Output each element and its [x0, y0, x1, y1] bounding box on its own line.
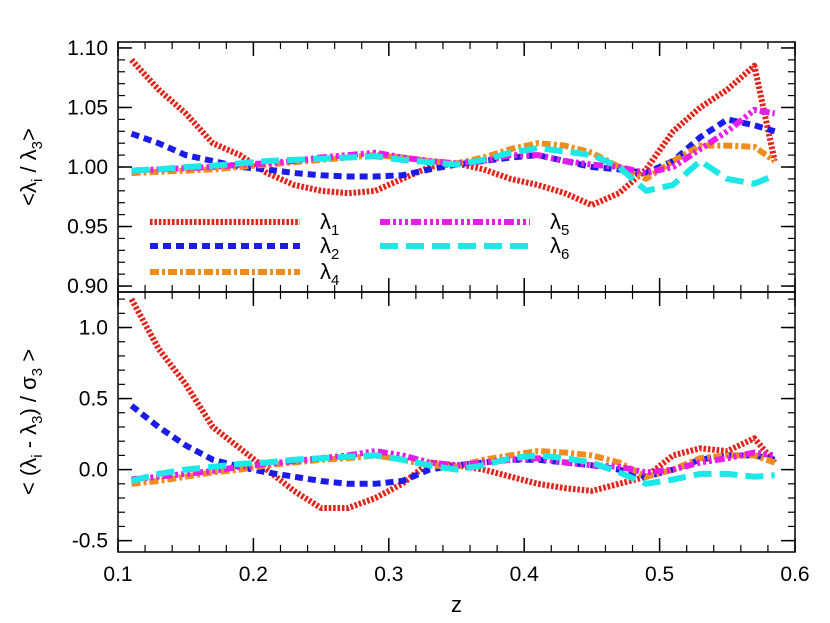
y-axis-label-part-1: i [29, 179, 46, 182]
series-group-bottom [128, 297, 777, 511]
ytick-label: 1.0 [79, 317, 108, 340]
y-axis-label-part-6: > [16, 349, 41, 368]
y-axis-label-part-5: 3 [29, 368, 46, 376]
y-axis-label-part-1: i [29, 454, 46, 457]
y-axis-label-part-2: / λ [16, 149, 41, 178]
y-axis-label-part-0: <λ [16, 182, 41, 206]
legend-label-3: λ4 [320, 259, 339, 289]
xtick-label: 0.2 [239, 563, 268, 586]
plot-frame-bottom [117, 291, 796, 553]
xtick-label: 0.4 [510, 563, 540, 586]
ytick-label: 0.5 [79, 388, 108, 411]
xtick-label: 0.1 [103, 563, 132, 586]
legend-label-part-0: λ [320, 233, 331, 258]
y-axis-label-part-3: 3 [29, 141, 46, 149]
series-line-bottom-1 [128, 297, 777, 511]
legend-label-5: λ6 [550, 233, 569, 263]
legend-label-part-0: λ [320, 259, 331, 284]
legend-label-part-1: 4 [331, 272, 339, 289]
legend-label-part-0: λ [550, 209, 561, 234]
panel-bottom: -0.5 0.0 0.5 1.0 0.1 0.2 0.3 0.4 0.5 0.6 z < (λi - … [16, 291, 810, 617]
y-axis-label-bottom: < (λi - λ3) / σ3 > [16, 349, 46, 495]
legend-label-part-0: λ [550, 233, 561, 258]
y-axis-label-part-0: < (λ [16, 458, 41, 495]
ytick-label: 1.00 [67, 156, 108, 179]
series-group-top [129, 57, 778, 209]
series-line-top-6 [131, 145, 776, 194]
ytick-label: 0.90 [67, 275, 108, 298]
x-axis-label: z [451, 592, 462, 617]
legend-label-part-1: 2 [331, 246, 339, 263]
xtick-label: 0.5 [645, 563, 674, 586]
series-line-bottom-5 [131, 448, 776, 483]
legend-label-4: λ5 [550, 209, 569, 239]
xtick-label: 0.6 [780, 563, 809, 586]
y-axis-label-part-3: 3 [29, 416, 46, 424]
y-axis-label-part-4: > [16, 128, 41, 141]
series-line-bottom-6 [130, 452, 775, 487]
xtick-label: 0.3 [374, 563, 403, 586]
ytick-label: 0.95 [67, 216, 108, 239]
legend-label-2: λ2 [320, 233, 339, 263]
legend-label-part-1: 6 [561, 246, 569, 263]
y-axis-label-part-2: - λ [16, 424, 41, 455]
ytick-label: 0.0 [79, 459, 108, 482]
ytick-label: 1.05 [67, 96, 108, 119]
legend-label-part-0: λ [320, 209, 331, 234]
legend-label-part-1: 1 [331, 222, 339, 239]
y-axis-label-top: <λi / λ3> [16, 128, 46, 206]
legend-label-part-1: 5 [561, 222, 569, 239]
legend-label-1: λ1 [320, 209, 339, 239]
y-axis-label-part-4: ) / σ [16, 376, 41, 416]
series-line-top-1 [129, 57, 778, 209]
ytick-label: -0.5 [72, 530, 108, 553]
ytick-label: 1.10 [67, 37, 108, 60]
